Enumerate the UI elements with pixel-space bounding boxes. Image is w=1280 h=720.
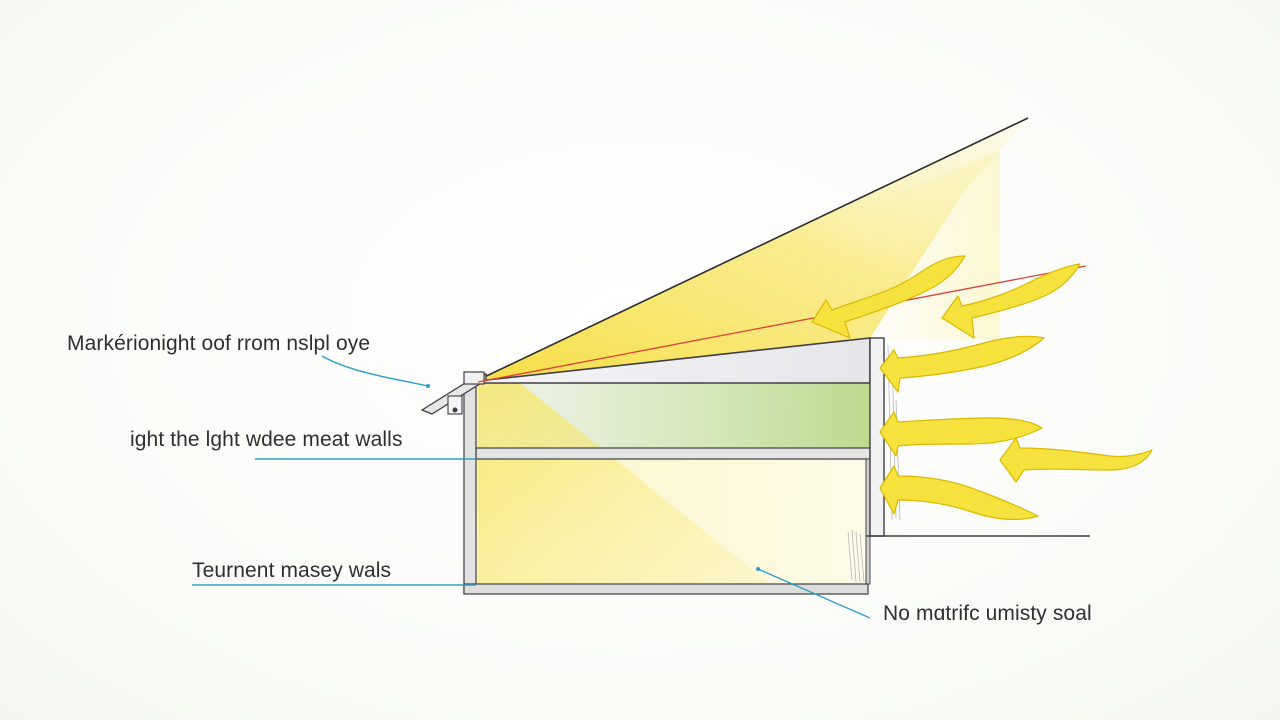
label-top: Markérionight oof rrom nslpl oye [67, 332, 371, 355]
wavy-heat-arrow [811, 255, 966, 339]
wavy-heat-arrow [879, 335, 1045, 393]
label-right: No mɑtrifc umisty soal [883, 602, 1092, 625]
foundation-slab [463, 583, 869, 595]
wavy-heat-arrow [999, 437, 1153, 483]
label-middle: ight the lght wdee meat walls [130, 428, 403, 451]
roof-overhang [420, 371, 487, 415]
wavy-heat-arrow [941, 263, 1081, 339]
left-wall [463, 382, 477, 594]
floor-slab [475, 447, 871, 460]
wavy-heat-arrow [879, 465, 1039, 521]
leader-line-right [757, 568, 871, 619]
sun-angle-line [477, 117, 1029, 381]
heat-arrows [811, 255, 1153, 521]
leader-lines [192, 355, 871, 619]
label-lower: Teurnent masey wals [192, 559, 392, 582]
red-sun-ray [477, 265, 1087, 383]
wavy-heat-arrow [879, 411, 1043, 457]
interior-light-beam [478, 383, 770, 584]
leader-line-top [321, 355, 429, 387]
